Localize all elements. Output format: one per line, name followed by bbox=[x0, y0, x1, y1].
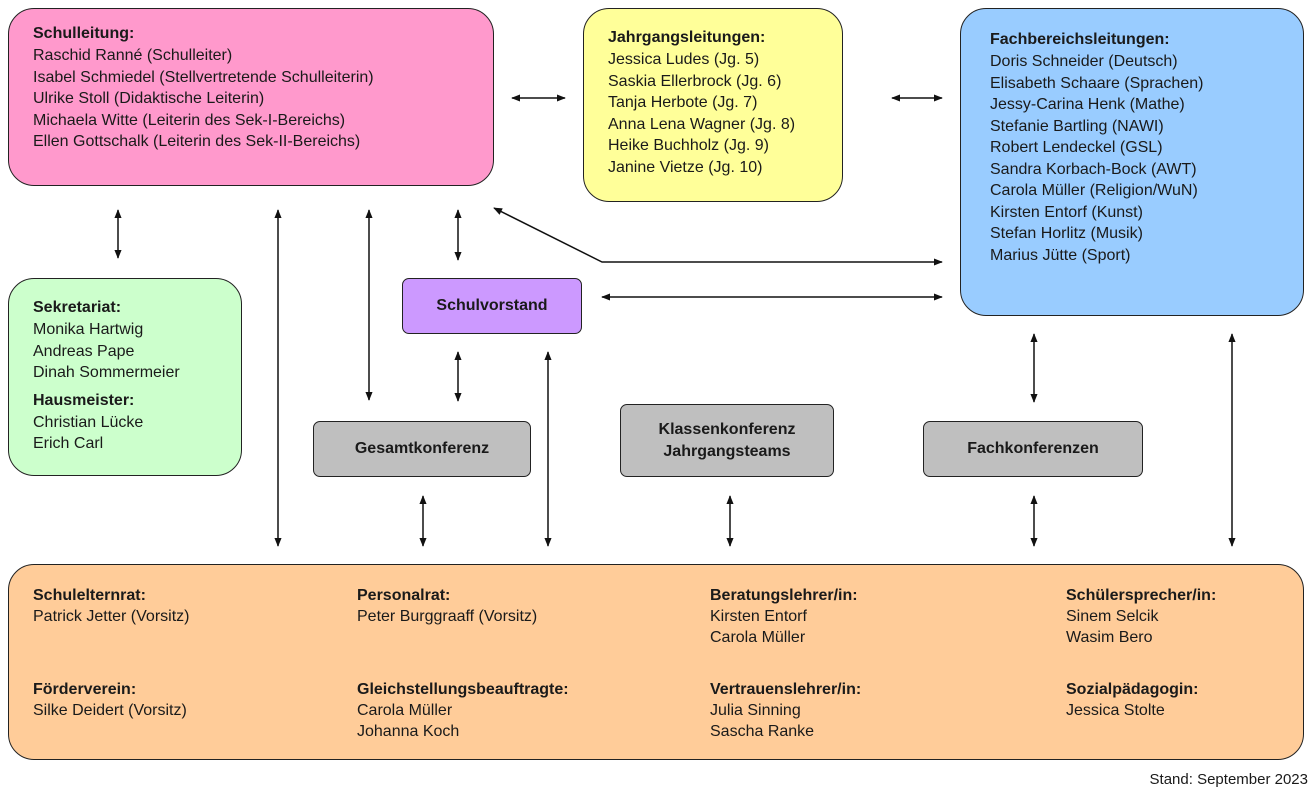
fachkonferenzen-box: Fachkonferenzen bbox=[923, 421, 1143, 477]
vertrauenslehrer-group: Vertrauenslehrer/in: Julia Sinning Sasch… bbox=[710, 679, 861, 742]
fachbereichsleitung-member: Robert Lendeckel (GSL) bbox=[990, 139, 1163, 156]
jahrgangsleitung-member: Anna Lena Wagner (Jg. 8) bbox=[608, 115, 796, 133]
klassenkonferenz-box: Klassenkonferenz Jahrgangsteams bbox=[620, 404, 834, 477]
fachbereichsleitung-member: Stefanie Bartling (NAWI) bbox=[990, 117, 1164, 135]
schulleitung-member: Raschid Ranné (Schulleiter) bbox=[33, 47, 233, 64]
jahrgangsleitungen-box: Jahrgangsleitungen: Jessica Ludes (Jg. 5… bbox=[583, 8, 843, 202]
gremien-box: Schulelternrat: Patrick Jetter (Vorsitz)… bbox=[8, 564, 1304, 760]
fachbereichsleitung-member: Kirsten Entorf (Kunst) bbox=[990, 203, 1143, 221]
fachbereichsleitung-member: Jessy-Carina Henk (Mathe) bbox=[990, 96, 1185, 113]
gleichstellung-member: Johanna Koch bbox=[357, 723, 460, 740]
fachbereichsleitung-member: Doris Schneider (Deutsch) bbox=[990, 53, 1178, 70]
vertrauenslehrer-title: Vertrauenslehrer/in: bbox=[710, 681, 862, 698]
klassenkonferenz-label: Klassenkonferenz bbox=[658, 420, 796, 438]
arrow-schulleitung-fachbereich bbox=[493, 207, 943, 266]
sekretariat-title: Sekretariat: bbox=[33, 299, 122, 316]
schulelternrat-title: Schulelternrat: bbox=[33, 587, 146, 604]
beratungslehrer-member: Carola Müller bbox=[710, 629, 806, 646]
gesamtkonferenz-label: Gesamtkonferenz bbox=[354, 440, 490, 457]
jahrgangsleitung-member: Heike Buchholz (Jg. 9) bbox=[608, 137, 769, 154]
schulelternrat-member: Patrick Jetter (Vorsitz) bbox=[33, 608, 190, 625]
hausmeister-title: Hausmeister: bbox=[33, 391, 135, 409]
fachbereichsleitung-member: Carola Müller (Religion/WuN) bbox=[990, 182, 1198, 199]
sekretariat-box: Sekretariat: Monika Hartwig Andreas Pape… bbox=[8, 278, 242, 476]
jahrgangsleitung-member: Saskia Ellerbrock (Jg. 6) bbox=[608, 72, 782, 90]
fachbereichsleitung-member: Elisabeth Schaare (Sprachen) bbox=[990, 74, 1204, 92]
schulelternrat-group: Schulelternrat: Patrick Jetter (Vorsitz) bbox=[33, 585, 189, 627]
fachbereichsleitung-member: Stefan Horlitz (Musik) bbox=[990, 225, 1143, 242]
sozialpaedagogin-member: Jessica Stolte bbox=[1066, 702, 1165, 719]
fachbereichsleitung-member: Sandra Korbach-Bock (AWT) bbox=[990, 160, 1197, 178]
personalrat-title: Personalrat: bbox=[357, 587, 451, 604]
vertrauenslehrer-member: Julia Sinning bbox=[710, 702, 801, 719]
vertrauenslehrer-member: Sascha Ranke bbox=[710, 723, 815, 740]
schulleitung-member: Ulrike Stoll (Didaktische Leiterin) bbox=[33, 90, 265, 107]
personalrat-group: Personalrat: Peter Burggraaff (Vorsitz) bbox=[357, 585, 537, 627]
beratungslehrer-title: Beratungslehrer/in: bbox=[710, 587, 858, 604]
jahrgangsteams-label: Jahrgangsteams bbox=[663, 442, 791, 460]
foerderverein-title: Förderverein: bbox=[33, 681, 137, 698]
sozialpaedagogin-group: Sozialpädagogin: Jessica Stolte bbox=[1066, 679, 1198, 721]
foerderverein-group: Förderverein: Silke Deidert (Vorsitz) bbox=[33, 679, 187, 721]
sekretariat-member: Dinah Sommermeier bbox=[33, 364, 180, 381]
gleichstellung-group: Gleichstellungsbeauftragte: Carola Mülle… bbox=[357, 679, 569, 742]
fachbereichsleitung-member: Marius Jütte (Sport) bbox=[990, 246, 1131, 264]
schulleitung-member: Isabel Schmiedel (Stellvertretende Schul… bbox=[33, 68, 374, 86]
fachkonferenzen-label: Fachkonferenzen bbox=[967, 440, 1099, 457]
beratungslehrer-member: Kirsten Entorf bbox=[710, 608, 807, 625]
schuelersprecher-group: Schülersprecher/in: Sinem Selcik Wasim B… bbox=[1066, 585, 1216, 648]
hausmeister-member: Christian Lücke bbox=[33, 413, 144, 431]
fachbereichsleitungen-title: Fachbereichsleitungen: bbox=[990, 31, 1170, 48]
jahrgangsleitung-member: Jessica Ludes (Jg. 5) bbox=[608, 51, 760, 68]
jahrgangsleitung-member: Tanja Herbote (Jg. 7) bbox=[608, 94, 758, 111]
schuelersprecher-title: Schülersprecher/in: bbox=[1066, 587, 1217, 604]
hausmeister-member: Erich Carl bbox=[33, 435, 104, 452]
sozialpaedagogin-title: Sozialpädagogin: bbox=[1066, 681, 1199, 698]
foerderverein-member: Silke Deidert (Vorsitz) bbox=[33, 702, 187, 719]
schulleitung-member: Ellen Gottschalk (Leiterin des Sek-II-Be… bbox=[33, 133, 361, 150]
schulleitung-title: Schulleitung: bbox=[33, 25, 135, 42]
jahrgangsleitung-member: Janine Vietze (Jg. 10) bbox=[608, 158, 763, 176]
gesamtkonferenz-box: Gesamtkonferenz bbox=[313, 421, 531, 477]
stand-date: Stand: September 2023 bbox=[1149, 771, 1308, 788]
gleichstellung-title: Gleichstellungsbeauftragte: bbox=[357, 681, 569, 698]
schulvorstand-box: Schulvorstand bbox=[402, 278, 582, 334]
schulleitung-box: Schulleitung: Raschid Ranné (Schulleiter… bbox=[8, 8, 494, 186]
jahrgangsleitungen-title: Jahrgangsleitungen: bbox=[608, 29, 766, 46]
schuelersprecher-member: Wasim Bero bbox=[1066, 629, 1153, 646]
personalrat-member: Peter Burggraaff (Vorsitz) bbox=[357, 608, 538, 625]
beratungslehrer-group: Beratungslehrer/in: Kirsten Entorf Carol… bbox=[710, 585, 858, 648]
sekretariat-member: Andreas Pape bbox=[33, 342, 135, 360]
schuelersprecher-member: Sinem Selcik bbox=[1066, 608, 1159, 625]
schulvorstand-label: Schulvorstand bbox=[436, 297, 548, 314]
fachbereichsleitungen-box: Fachbereichsleitungen: Doris Schneider (… bbox=[960, 8, 1304, 316]
schulleitung-member: Michaela Witte (Leiterin des Sek-I-Berei… bbox=[33, 111, 346, 129]
sekretariat-member: Monika Hartwig bbox=[33, 321, 144, 338]
gleichstellung-member: Carola Müller bbox=[357, 702, 453, 719]
